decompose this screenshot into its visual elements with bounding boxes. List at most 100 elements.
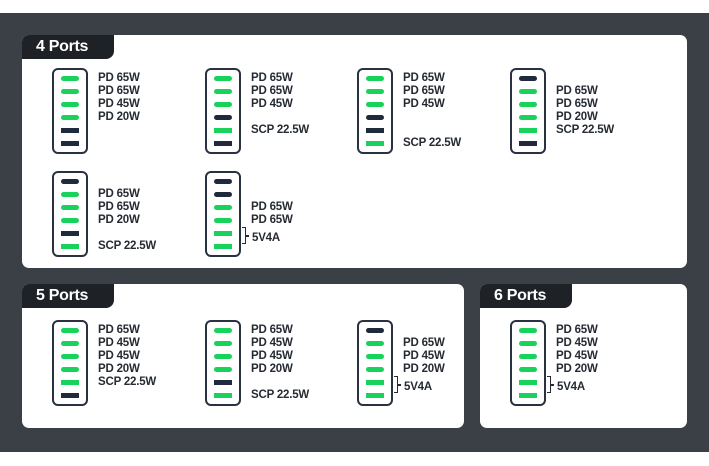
port-label: PD 45W [403,350,445,362]
port-label: PD 65W [98,324,140,336]
port-label: PD 20W [556,111,598,123]
port-label: PD 65W [556,85,598,97]
charger-device [52,171,88,257]
port-label: PD 65W [251,72,293,84]
usb-a-port-icon [214,380,232,385]
usb-a-port-icon [61,128,79,133]
usb-c-port-icon [214,179,232,184]
usb-c-port-icon [61,89,79,94]
usb-c-port-icon [61,179,79,184]
usb-a-port-icon [366,393,384,398]
shared-port-label: 5V4A [252,232,280,244]
port-label: PD 65W [98,188,140,200]
port-label: PD 20W [98,363,140,375]
usb-c-port-icon [214,205,232,210]
usb-c-port-icon [366,89,384,94]
port-label: PD 20W [251,363,293,375]
shared-port-label: 5V4A [557,381,585,393]
port-label: PD 45W [556,350,598,362]
charger-device [52,68,88,154]
port-label: PD 65W [98,201,140,213]
usb-c-port-icon [366,341,384,346]
usb-c-port-icon [214,354,232,359]
usb-a-port-icon [519,141,537,146]
port-label: SCP 22.5W [98,240,157,252]
usb-a-port-icon [214,393,232,398]
usb-c-port-icon [61,192,79,197]
usb-c-port-icon [61,102,79,107]
usb-a-port-icon [61,244,79,249]
usb-c-port-icon [519,102,537,107]
panel-title: 5 Ports [22,284,115,308]
usb-a-port-icon [61,231,79,236]
port-label: PD 65W [403,337,445,349]
usb-c-port-icon [61,76,79,81]
port-label: SCP 22.5W [403,137,462,149]
charger-device [52,320,88,406]
usb-c-port-icon [519,76,537,81]
usb-a-port-icon [366,380,384,385]
charger-device [357,68,393,154]
usb-c-port-icon [61,367,79,372]
port-label: PD 45W [98,98,140,110]
charger-device [205,320,241,406]
port-label: PD 65W [251,201,293,213]
bracket-icon [242,227,249,244]
usb-c-port-icon [214,328,232,333]
port-label: PD 65W [251,324,293,336]
usb-c-port-icon [519,115,537,120]
port-label: PD 20W [98,214,140,226]
usb-a-port-icon [61,380,79,385]
charger-device [510,68,546,154]
port-label: SCP 22.5W [251,124,310,136]
port-label: PD 65W [251,85,293,97]
port-label: PD 65W [98,85,140,97]
usb-c-port-icon [214,102,232,107]
port-label: PD 65W [403,72,445,84]
usb-c-port-icon [519,89,537,94]
usb-a-port-icon [214,141,232,146]
usb-c-port-icon [61,205,79,210]
usb-c-port-icon [366,76,384,81]
usb-c-port-icon [214,192,232,197]
panel-title: 4 Ports [22,35,115,59]
usb-a-port-icon [519,380,537,385]
bracket-icon [394,376,401,393]
usb-a-port-icon [214,128,232,133]
port-label: PD 20W [98,111,140,123]
usb-c-port-icon [61,328,79,333]
port-label: PD 45W [251,350,293,362]
port-label: PD 45W [251,98,293,110]
bracket-icon [547,376,554,393]
usb-c-port-icon [366,102,384,107]
usb-c-port-icon [214,367,232,372]
port-label: PD 45W [98,337,140,349]
port-label: PD 45W [403,98,445,110]
charger-device [357,320,393,406]
shared-port-label: 5V4A [404,381,432,393]
port-label: PD 65W [556,98,598,110]
usb-c-port-icon [61,354,79,359]
port-label: SCP 22.5W [251,389,310,401]
port-label: PD 65W [403,85,445,97]
port-label: PD 45W [251,337,293,349]
usb-c-port-icon [214,341,232,346]
usb-a-port-icon [214,231,232,236]
usb-c-port-icon [214,89,232,94]
port-label: PD 65W [98,72,140,84]
usb-a-port-icon [366,128,384,133]
usb-c-port-icon [366,367,384,372]
port-label: PD 20W [403,363,445,375]
port-label: SCP 22.5W [556,124,615,136]
charger-device [205,68,241,154]
usb-c-port-icon [366,328,384,333]
usb-c-port-icon [61,115,79,120]
usb-a-port-icon [214,244,232,249]
panel-title: 6 Ports [480,284,573,308]
usb-a-port-icon [61,141,79,146]
usb-c-port-icon [366,354,384,359]
usb-c-port-icon [214,218,232,223]
